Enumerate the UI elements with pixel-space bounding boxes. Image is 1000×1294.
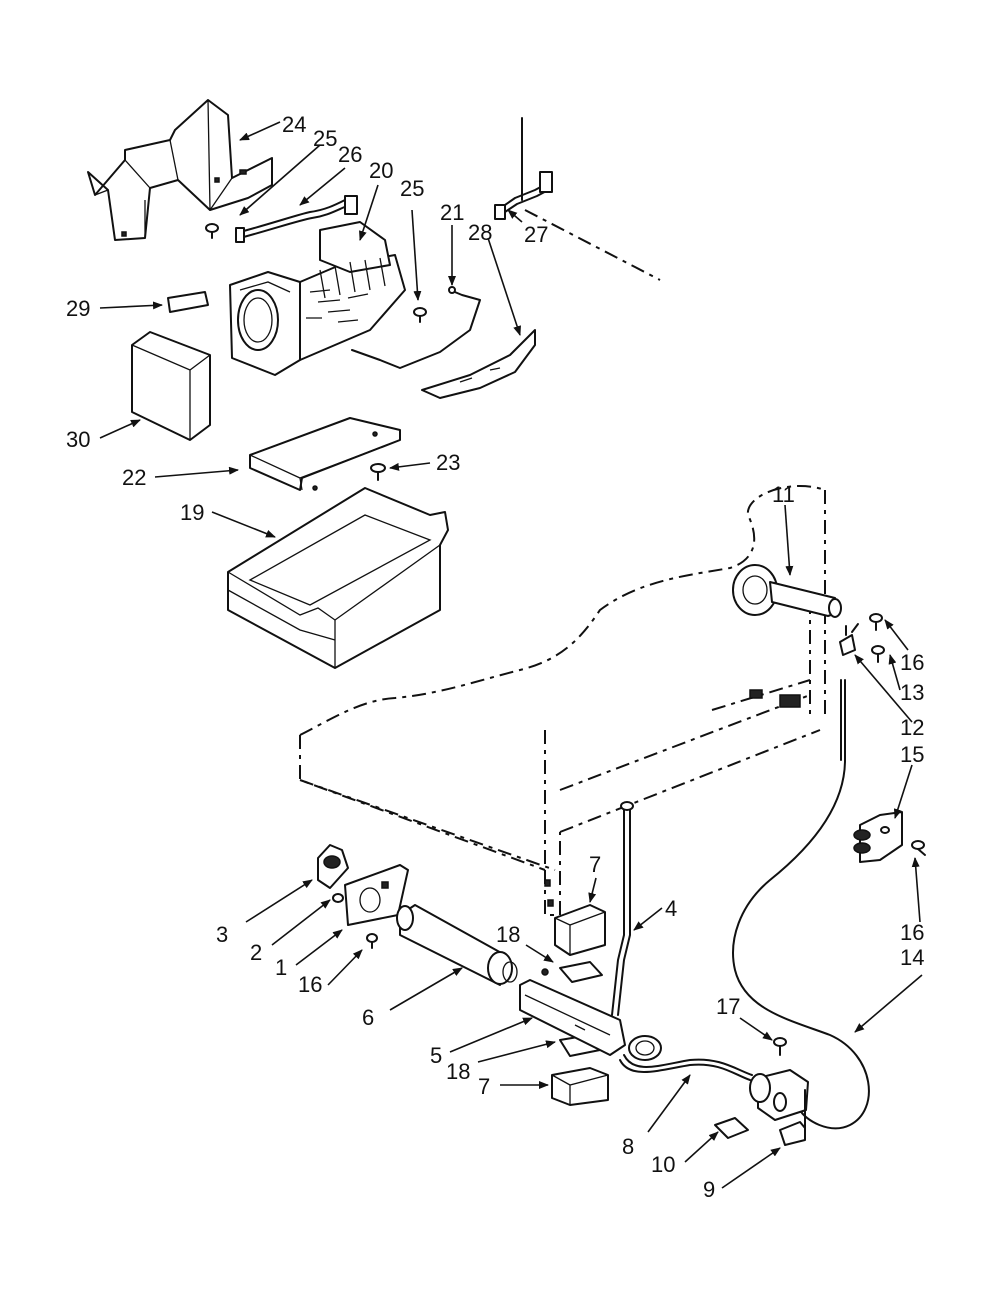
part-21-shutoff-arm bbox=[351, 286, 481, 369]
callout-25-lower: 25 bbox=[400, 176, 424, 201]
part-14-water-tube bbox=[732, 679, 870, 1130]
callout-22: 22 bbox=[122, 465, 146, 490]
callout-2: 2 bbox=[250, 940, 262, 965]
part-26-wire-harness bbox=[235, 195, 358, 243]
callout-4: 4 bbox=[665, 896, 677, 921]
part-7-foam-bottom bbox=[551, 1067, 609, 1106]
callout-15: 15 bbox=[900, 742, 924, 767]
part-16-screw-mid bbox=[911, 840, 926, 856]
part-23-screw bbox=[370, 463, 386, 481]
callout-26: 26 bbox=[338, 142, 362, 167]
part-17-screw bbox=[773, 1037, 787, 1056]
callout-23: 23 bbox=[436, 450, 460, 475]
part-5-manifold bbox=[519, 979, 662, 1061]
callout-25-upper: 25 bbox=[313, 126, 337, 151]
part-9-bracket bbox=[779, 1089, 806, 1146]
cabinet-outline bbox=[299, 485, 826, 916]
callout-5: 5 bbox=[430, 1043, 442, 1068]
part-11-fill-tube bbox=[732, 564, 842, 618]
part-8-tube bbox=[619, 1054, 753, 1081]
part-25-screw-left bbox=[205, 223, 219, 239]
callout-10: 10 bbox=[651, 1152, 675, 1177]
callout-18-bottom: 18 bbox=[446, 1059, 470, 1084]
part-30-box bbox=[131, 331, 211, 441]
part-28-cover bbox=[421, 329, 536, 399]
callout-11: 11 bbox=[772, 482, 795, 507]
callout-7-top: 7 bbox=[589, 852, 601, 877]
part-22-plate bbox=[249, 417, 401, 491]
callout-30: 30 bbox=[66, 427, 90, 452]
part-1-bracket bbox=[344, 864, 409, 926]
part-27-wire-connector bbox=[494, 117, 661, 281]
callout-16-low: 16 bbox=[298, 972, 322, 997]
callout-19: 19 bbox=[180, 500, 204, 525]
callout-14: 14 bbox=[900, 945, 924, 970]
part-19-ice-bin bbox=[227, 487, 449, 669]
part-20-ice-maker bbox=[229, 221, 406, 376]
callout-28: 28 bbox=[468, 220, 492, 245]
part-10-clip bbox=[714, 1117, 749, 1139]
part-16-screw-low bbox=[366, 933, 378, 949]
part-18-tape-top bbox=[559, 961, 603, 983]
callout-13: 13 bbox=[900, 680, 924, 705]
part-15-clamp bbox=[853, 811, 903, 863]
callout-27: 27 bbox=[524, 222, 548, 247]
part-4-tube bbox=[611, 801, 634, 1016]
callout-18-top: 18 bbox=[496, 922, 520, 947]
callout-16-mid: 16 bbox=[900, 920, 924, 945]
part-24-bracket bbox=[87, 99, 273, 241]
callout-12: 12 bbox=[900, 715, 924, 740]
callout-labels: 24 25 26 20 25 21 28 27 29 30 22 23 19 1… bbox=[66, 112, 924, 1202]
callout-3: 3 bbox=[216, 922, 228, 947]
part-29-label bbox=[167, 291, 209, 313]
callout-9: 9 bbox=[703, 1177, 715, 1202]
part-3-filter-cap bbox=[317, 844, 349, 889]
part-13-screw bbox=[871, 645, 885, 663]
callout-29: 29 bbox=[66, 296, 90, 321]
water-valve bbox=[749, 1069, 809, 1121]
callout-21: 21 bbox=[440, 200, 464, 225]
callout-1: 1 bbox=[275, 955, 287, 980]
callout-6: 6 bbox=[362, 1005, 374, 1030]
callout-20: 20 bbox=[369, 158, 393, 183]
part-6-water-filter bbox=[396, 904, 549, 986]
callout-16-top: 16 bbox=[900, 650, 924, 675]
part-12-grommet bbox=[839, 623, 859, 656]
callout-7-bottom: 7 bbox=[478, 1074, 490, 1099]
leader-lines bbox=[99, 121, 923, 1189]
callout-24: 24 bbox=[282, 112, 306, 137]
part-16-screw-top bbox=[869, 613, 883, 631]
callout-8: 8 bbox=[622, 1134, 634, 1159]
part-2-screw bbox=[332, 893, 344, 903]
callout-17: 17 bbox=[716, 994, 740, 1019]
part-25-screw-right bbox=[413, 307, 427, 323]
part-7-foam-top bbox=[554, 904, 606, 956]
